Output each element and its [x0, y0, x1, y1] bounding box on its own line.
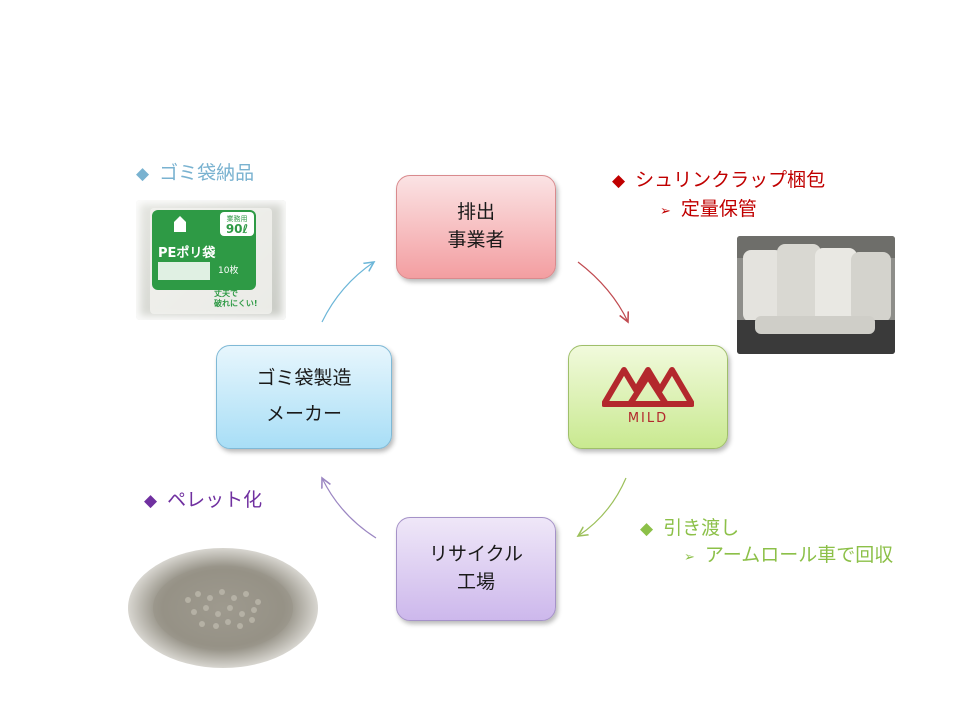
arrowhead-bullet-icon: ➢: [684, 550, 695, 565]
bag-title: PEポリ袋: [158, 245, 216, 261]
diamond-bullet-icon: ◆: [612, 171, 625, 191]
note-handover: ◆ 引き渡し: [640, 513, 739, 540]
note-shrink-wrap: ◆ シュリンクラップ梱包: [612, 165, 825, 192]
bag-count: 10枚: [218, 264, 238, 276]
arrow-recycle-to-maker: [322, 478, 376, 538]
node-maker-line2: メーカー: [266, 401, 342, 429]
node-discharger-line1: 排出: [457, 199, 495, 227]
node-discharger-line2: 事業者: [447, 227, 504, 255]
node-maker-line1: ゴミ袋製造: [256, 365, 351, 393]
note-pelletize-text: ペレット化: [167, 489, 262, 511]
garbage-bag-package-image: 業務用 90ℓ PEポリ袋 10枚 丈夫で 破れにくい!: [136, 200, 286, 320]
arrowhead-bullet-icon: ➢: [660, 204, 671, 219]
node-bag-maker: ゴミ袋製造 メーカー: [216, 345, 392, 449]
mild-logo-icon: [602, 366, 694, 408]
note-bag-delivery: ◆ ゴミ袋納品: [136, 158, 254, 185]
arrow-mild-to-recycle: [578, 478, 626, 536]
stored-bales-image: [737, 236, 895, 354]
node-mild: MILD: [568, 345, 728, 449]
sub-armroll-collection: ➢ アームロール車で回収: [684, 540, 893, 567]
pellets-image: [128, 548, 318, 668]
plastic-pellets-photo: [128, 548, 318, 668]
note-pelletize: ◆ ペレット化: [144, 485, 262, 512]
node-recycle-line2: 工場: [457, 569, 495, 597]
diamond-bullet-icon: ◆: [640, 519, 653, 539]
node-discharger: 排出 事業者: [396, 175, 556, 279]
shrink-wrapped-bales-photo: [737, 236, 895, 354]
arrow-maker-to-discharger: [322, 262, 374, 322]
sub-armroll-collection-text: アームロール車で回収: [705, 544, 893, 566]
node-recycle-line1: リサイクル: [429, 541, 523, 569]
diamond-bullet-icon: ◆: [136, 164, 149, 184]
mild-logo-text: MILD: [628, 410, 668, 429]
note-shrink-wrap-text: シュリンクラップ梱包: [635, 169, 825, 191]
note-bag-delivery-text: ゴミ袋納品: [159, 162, 254, 184]
sub-fixed-storage: ➢ 定量保管: [660, 194, 757, 221]
bag-tagline-1: 丈夫で: [214, 288, 238, 298]
arrow-discharger-to-mild: [578, 262, 628, 322]
node-recycle-factory: リサイクル 工場: [396, 517, 556, 621]
bag-tagline-2: 破れにくい!: [214, 298, 258, 308]
note-handover-text: 引き渡し: [663, 517, 739, 539]
sub-fixed-storage-text: 定量保管: [681, 198, 757, 220]
garbage-bag-photo: 業務用 90ℓ PEポリ袋 10枚 丈夫で 破れにくい!: [136, 200, 286, 320]
bag-size: 90ℓ: [226, 222, 248, 236]
diamond-bullet-icon: ◆: [144, 491, 157, 511]
